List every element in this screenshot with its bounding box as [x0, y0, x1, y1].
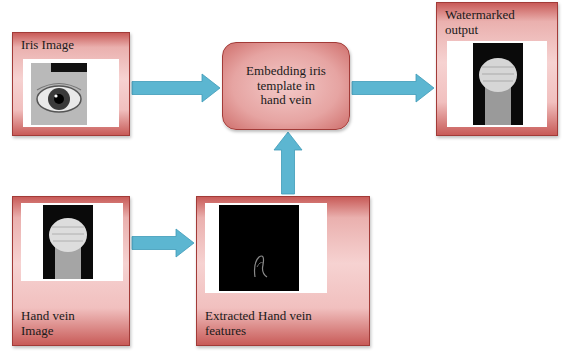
node-label: Embedding iris template in hand vein [245, 64, 327, 109]
flow-arrow [132, 74, 220, 102]
node-label: Watermarked output [445, 8, 535, 38]
image-box: Hand vein Image [12, 196, 130, 346]
image-box: Iris Image [12, 32, 130, 136]
node-label: Hand vein Image [21, 309, 101, 339]
flow-arrow [132, 229, 194, 257]
image-box: Watermarked output [436, 2, 558, 136]
process-box: Embedding iris template in hand vein [222, 42, 350, 130]
node-label: Extracted Hand vein features [205, 309, 317, 339]
flow-arrow [352, 74, 434, 102]
node-label: Iris Image [21, 38, 74, 53]
image-box: Extracted Hand vein features [196, 196, 370, 346]
flow-arrow [274, 132, 302, 194]
